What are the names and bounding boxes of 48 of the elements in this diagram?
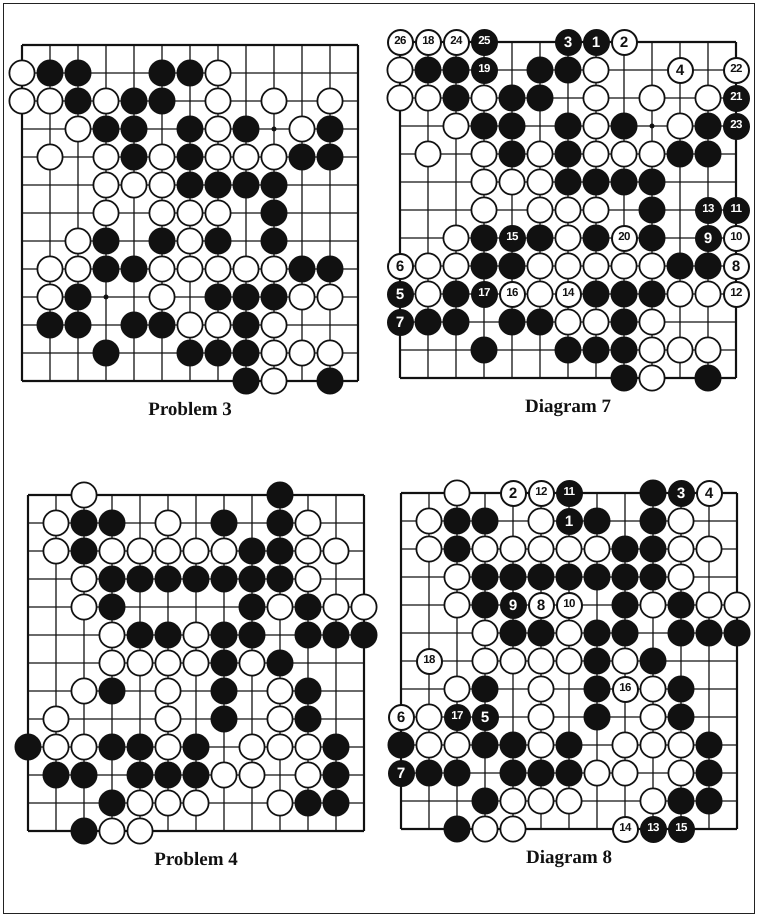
numbered-stone: 15 bbox=[668, 816, 694, 842]
numbered-stone: 14 bbox=[612, 816, 638, 842]
numbered-stone: 17 bbox=[444, 704, 470, 730]
numbered-stone: 22 bbox=[722, 56, 750, 84]
board-caption: Diagram 8 bbox=[526, 847, 612, 869]
numbered-stone: 5 bbox=[386, 280, 414, 308]
numbered-stone: 25 bbox=[470, 28, 498, 56]
numbered-stone: 20 bbox=[610, 224, 638, 252]
numbered-stone: 10 bbox=[556, 592, 582, 618]
numbered-stone: 3 bbox=[554, 28, 582, 56]
numbered-stone: 6 bbox=[388, 704, 414, 730]
numbered-stone: 16 bbox=[612, 676, 638, 702]
numbered-stone: 26 bbox=[386, 28, 414, 56]
numbered-stone: 5 bbox=[472, 704, 498, 730]
numbered-stone: 10 bbox=[722, 224, 750, 252]
numbered-stone: 8 bbox=[722, 252, 750, 280]
numbered-stone: 11 bbox=[722, 196, 750, 224]
numbered-stone: 18 bbox=[416, 648, 442, 674]
numbered-stone: 17 bbox=[470, 280, 498, 308]
board-caption: Diagram 7 bbox=[524, 396, 611, 418]
numbered-stone: 4 bbox=[666, 56, 694, 84]
numbered-stone: 9 bbox=[500, 592, 526, 618]
numbered-stone: 16 bbox=[498, 280, 526, 308]
numbered-stone: 2 bbox=[500, 480, 526, 506]
numbered-stone: 1 bbox=[556, 508, 582, 534]
numbered-stone: 12 bbox=[722, 280, 750, 308]
numbered-stone: 11 bbox=[556, 480, 582, 506]
numbered-stone: 23 bbox=[722, 112, 750, 140]
numbered-stone: 18 bbox=[414, 28, 442, 56]
numbered-stone: 1 bbox=[582, 28, 610, 56]
numbered-stone: 12 bbox=[528, 480, 554, 506]
numbered-stone: 7 bbox=[386, 308, 414, 336]
numbered-stone: 2 bbox=[610, 28, 638, 56]
numbered-stone: 9 bbox=[694, 224, 722, 252]
numbered-stone: 13 bbox=[694, 196, 722, 224]
numbered-stone: 7 bbox=[388, 760, 414, 786]
numbered-stone: 6 bbox=[386, 252, 414, 280]
board-caption: Problem 4 bbox=[154, 849, 238, 871]
numbered-stone: 13 bbox=[640, 816, 666, 842]
numbered-stone: 21 bbox=[722, 84, 750, 112]
numbered-stone: 3 bbox=[668, 480, 694, 506]
numbered-stone: 14 bbox=[554, 280, 582, 308]
numbered-stone: 15 bbox=[498, 224, 526, 252]
numbered-stone: 19 bbox=[470, 56, 498, 84]
numbered-stone: 8 bbox=[528, 592, 554, 618]
board-caption: Problem 3 bbox=[148, 399, 232, 421]
numbered-stone: 24 bbox=[442, 28, 470, 56]
numbered-stone: 4 bbox=[696, 480, 722, 506]
